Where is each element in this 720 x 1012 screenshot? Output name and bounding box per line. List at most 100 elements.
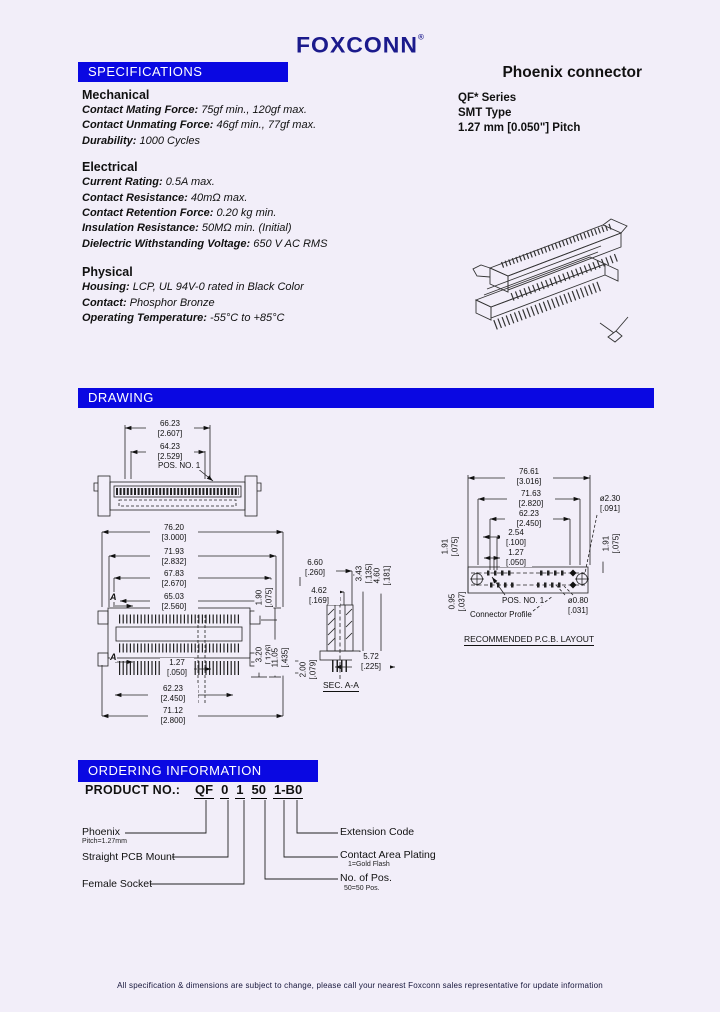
mechanical-items: Contact Mating Force: 75gf min., 120gf m… [82,103,472,149]
spec-label: Insulation Resistance: [82,222,199,235]
ordering-information-bar: ORDERING INFORMATION [78,760,318,782]
drawing-bar: DRAWING [78,388,654,408]
spec-line: Contact: Phosphor Bronze [82,296,472,311]
dim-sec-4: 4.60 [.181] [372,557,392,594]
dim-plan-2: 71.93 [2.832] [150,547,198,567]
pcb-layout-caption: RECOMMENDED P.C.B. LAYOUT [464,634,595,646]
spec-label: Contact Resistance: [82,191,188,204]
spec-value: 1000 Cycles [139,134,201,147]
dim-pcb-1: 76.61 [3.016] [505,467,553,487]
product-code-segment: 50 [250,782,267,799]
dim-pcb-pad: ø0.80 [.031] [560,596,596,616]
spec-label: Contact Unmating Force: [82,119,214,132]
connector-isometric-drawing [472,218,629,343]
product-code-segment: 1 [235,782,245,799]
spec-value: 75gf min., 120gf max. [201,104,307,116]
dim-front-inner: 64.23 [2.529] [146,442,194,462]
dim-side-3: 11.05 [.435] [270,639,290,676]
spec-value: 0.5A max. [165,176,215,189]
callout-plating-sub: 1=Gold Flash [348,861,390,868]
spec-value: 46gf min., 77gf max. [216,119,317,132]
callout-phoenix: Phoenix [82,826,120,838]
front-pos1-label: POS. NO. 1 [158,461,201,470]
product-code-segment: QF [194,782,215,799]
dim-plan-6: 62.23 [2.450] [148,684,198,704]
callout-straight-pcb-mount: Straight PCB Mount [82,851,175,863]
spec-value: 40mΩ max. [190,191,248,204]
dim-sec-5: 5.72 [.225] [352,652,390,672]
spec-line: Contact Resistance: 40mΩ max. [82,191,472,206]
spec-value: 0.20 kg min. [216,207,277,220]
callout-female-socket: Female Socket [82,878,153,890]
spec-label: Operating Temperature: [82,312,207,325]
product-no-label: PRODUCT NO.: [85,783,181,797]
mechanical-heading: Mechanical [82,88,150,102]
foxconn-logo: FOXCONN® [296,33,424,59]
spec-label: Contact Retention Force: [82,207,214,220]
ordering-callout-lines [125,800,338,885]
spec-line: Insulation Resistance: 50MΩ min. (Initia… [82,221,472,236]
electrical-items: Current Rating: 0.5A max.Contact Resista… [82,175,472,252]
dim-pcb-4: 2.54 [.100] [500,528,532,548]
spec-label: Contact: [82,296,127,309]
dim-plan-4: 65.03 [2.560] [150,592,198,612]
spec-label: Contact Mating Force: [82,104,199,116]
dim-plan-pitch: 1.27 [.050] [160,658,194,678]
callout-extension-code: Extension Code [340,826,415,838]
dim-pcb-right: 1.91 [.075] [601,525,621,562]
callout-contact-area-plating: Contact Area Plating [340,849,436,861]
callout-no-of-pos: No. of Pos. [340,872,392,884]
spec-line: Contact Retention Force: 0.20 kg min. [82,206,472,221]
dim-sec-2: 4.62 [.169] [298,586,340,606]
mating-slot-comb [500,223,614,268]
dim-pcb-left-2: 0.95 [.037] [447,583,467,620]
section-caption: SEC. A-A [323,680,359,692]
pitch-label: 1.27 mm [0.050"] Pitch [458,122,581,134]
specifications-column: Mechanical Contact Mating Force: 75gf mi… [82,88,472,326]
technical-drawing-linework [93,425,604,719]
dim-pcb-2: 71.63 [2.820] [507,489,555,509]
electrical-heading: Electrical [82,160,138,175]
dim-sec-3: 3.43 [.135] [354,555,374,592]
dim-front-overall: 66.23 [2.607] [146,419,194,439]
dim-sec-6: 2.00 [.079] [298,651,318,688]
spec-line: Durability: 1000 Cycles [82,134,472,149]
contact-pin-comb-lower [493,281,602,330]
front-view [93,425,262,517]
specifications-bar: SPECIFICATIONS [78,62,288,82]
pcb-pad-rows [487,570,567,588]
spec-value: LCP, UL 94V-0 rated in Black Color [132,281,304,294]
spec-line: Dielectric Withstanding Voltage: 650 V A… [82,237,472,252]
spec-value: 650 V AC RMS [253,237,328,250]
series-label: QF* Series [458,92,517,104]
spec-line: Contact Mating Force: 75gf min., 120gf m… [82,103,472,118]
mount-type-label: SMT Type [458,107,512,119]
spec-line: Contact Unmating Force: 46gf min., 77gf … [82,118,472,133]
section-cut-mark-bottom: A [110,652,117,662]
callout-phoenix-sub: Pitch=1.27mm [82,838,127,845]
spec-value: 50MΩ min. (Initial) [201,222,292,235]
spec-line: Current Rating: 0.5A max. [82,175,472,190]
spec-label: Housing: [82,281,130,294]
dim-plan-1: 76.20 [3.000] [150,523,198,543]
contact-pin-comb-upper [510,253,620,301]
spec-label: Dielectric Withstanding Voltage: [82,237,251,250]
physical-heading: Physical [82,265,133,280]
dim-side-1: 1.90 [.075] [254,579,274,616]
dim-sec-1: 6.60 [.260] [294,558,336,578]
pcb-pos1-label: POS. NO. 1 [502,596,545,605]
spec-line: Housing: LCP, UL 94V-0 rated in Black Co… [82,280,472,295]
product-code-segment: 1-B0 [273,782,304,799]
dim-plan-3: 67.83 [2.670] [150,569,198,589]
pcb-profile-label: Connector Profile [470,610,532,619]
spec-value: Phosphor Bronze [129,296,215,309]
dim-plan-7: 71.12 [2.800] [148,706,198,726]
pcb-corner-pads [569,569,577,589]
spec-line: Operating Temperature: -55°C to +85°C [82,311,472,326]
product-code-segment: 0 [220,782,230,799]
registered-mark: ® [418,32,424,42]
footer-disclaimer: All specification & dimensions are subje… [117,981,603,990]
spec-value: -55°C to +85°C [209,312,285,325]
